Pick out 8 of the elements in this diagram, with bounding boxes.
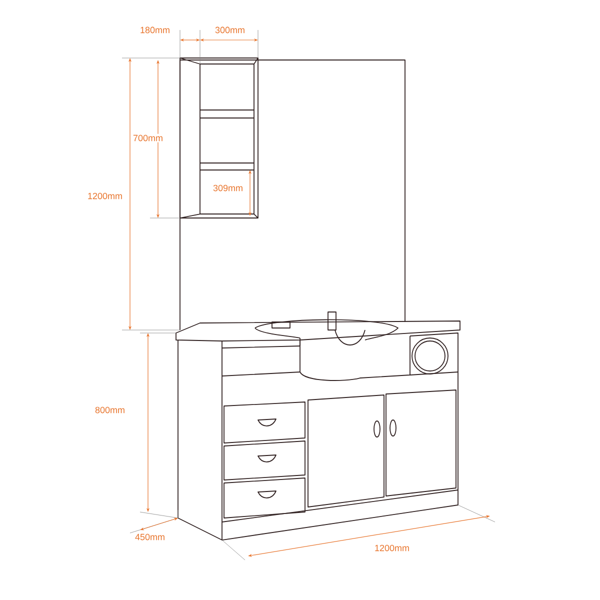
dimension-label: 1200mm [374, 544, 411, 552]
dimension-label: 800mm [94, 406, 126, 414]
dimension-label: 309mm [212, 184, 244, 192]
dimension-label: 300mm [214, 26, 246, 34]
dimension-label: 700mm [132, 134, 164, 142]
dimension-label: 1200mm [86, 192, 124, 200]
dimension-label: 180mm [139, 26, 171, 34]
dimension-label: 450mm [134, 532, 166, 542]
